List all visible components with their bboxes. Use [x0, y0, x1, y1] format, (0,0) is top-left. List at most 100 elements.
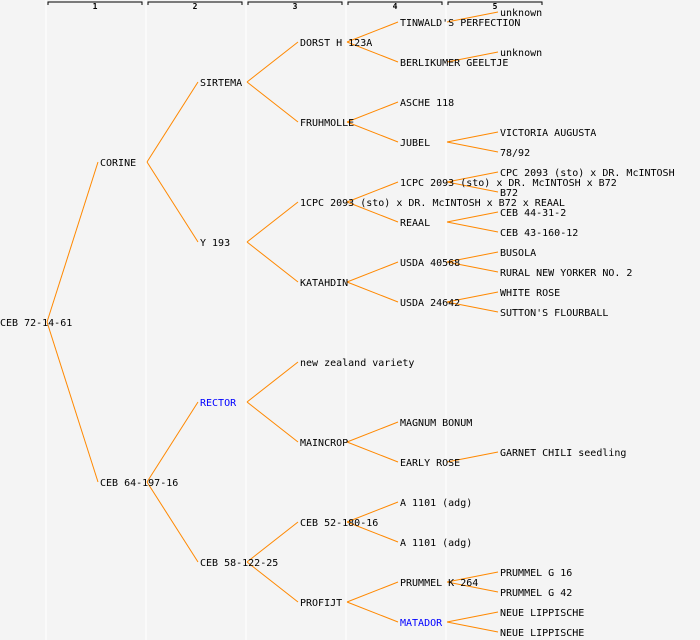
- pedigree-connector: [346, 501, 399, 523]
- pedigree-connector: [346, 21, 399, 43]
- pedigree-connector: [446, 291, 499, 303]
- column-bracket: [247, 1, 343, 5]
- column-bracket: [147, 1, 243, 5]
- pedigree-node: JUBEL: [400, 138, 430, 149]
- pedigree-node: PROFIJT: [300, 598, 342, 609]
- pedigree-node: SUTTON'S FLOURBALL: [500, 308, 608, 319]
- pedigree-node: CEB 44-31-2: [500, 208, 566, 219]
- pedigree-node: REAAL: [400, 218, 430, 229]
- pedigree-connector: [346, 601, 399, 623]
- pedigree-node: new zealand variety: [300, 358, 414, 369]
- pedigree-connector: [246, 521, 299, 563]
- pedigree-node: MAGNUM BONUM: [400, 418, 472, 429]
- column-header: 2: [193, 2, 198, 11]
- pedigree-connector: [346, 281, 399, 303]
- column-bracket: [447, 1, 543, 5]
- column-bracket: [47, 1, 143, 5]
- column-header: 5: [493, 2, 498, 11]
- pedigree-connector: [346, 521, 399, 543]
- pedigree-node: NEUE LIPPISCHE: [500, 628, 584, 639]
- pedigree-node: SIRTEMA: [200, 78, 242, 89]
- column-header: 1: [93, 2, 98, 11]
- pedigree-connectors: [46, 11, 499, 633]
- pedigree-connector: [346, 261, 399, 283]
- pedigree-connector: [446, 621, 499, 633]
- pedigree-node: TINWALD'S PERFECTION: [400, 18, 520, 29]
- pedigree-node: CEB 72-14-61: [0, 318, 72, 329]
- pedigree-connector: [346, 581, 399, 603]
- pedigree-node: 1CPC 2093 (sto) x DR. McINTOSH x B72: [400, 178, 617, 189]
- pedigree-connector: [146, 161, 199, 243]
- pedigree-node: DORST H 123A: [300, 38, 372, 49]
- pedigree-node: Y 193: [200, 238, 230, 249]
- pedigree-connector: [146, 401, 199, 483]
- pedigree-node: PRUMMEL G 42: [500, 588, 572, 599]
- pedigree-connector: [246, 241, 299, 283]
- pedigree-connector: [246, 361, 299, 403]
- pedigree-node: MAINCROP: [300, 438, 348, 449]
- column-bracket: [347, 1, 443, 5]
- pedigree-connector: [446, 131, 499, 143]
- pedigree-node: CORINE: [100, 158, 136, 169]
- pedigree-node: 1CPC 2093 (sto) x DR. McINTOSH x B72 x R…: [300, 198, 565, 209]
- pedigree-node: CPC 2093 (sto) x DR. McINTOSH: [500, 168, 675, 179]
- pedigree-node: EARLY ROSE: [400, 458, 460, 469]
- pedigree-connector: [446, 51, 499, 63]
- pedigree-connector: [346, 101, 399, 123]
- pedigree-connector: [446, 141, 499, 153]
- pedigree-node: BERLIKUMER GEELTJE: [400, 58, 508, 69]
- pedigree-node[interactable]: RECTOR: [200, 398, 237, 409]
- pedigree-node: VICTORIA AUGUSTA: [500, 128, 596, 139]
- pedigree-node: CEB 52-180-16: [300, 518, 378, 529]
- pedigree-node: unknown: [500, 8, 542, 19]
- pedigree-node: unknown: [500, 48, 542, 59]
- pedigree-connector: [446, 11, 499, 23]
- pedigree-node: WHITE ROSE: [500, 288, 560, 299]
- pedigree-node: USDA 40568: [400, 258, 460, 269]
- pedigree-node: A 1101 (adg): [400, 538, 472, 549]
- pedigree-node: RURAL NEW YORKER NO. 2: [500, 268, 632, 279]
- pedigree-node: PRUMMEL G 16: [500, 568, 572, 579]
- pedigree-node: KATAHDIN: [300, 278, 348, 289]
- pedigree-connector: [346, 121, 399, 143]
- pedigree-node: CEB 43-160-12: [500, 228, 578, 239]
- pedigree-connector: [46, 321, 99, 483]
- pedigree-connector: [246, 201, 299, 243]
- pedigree-connector: [446, 451, 499, 463]
- pedigree-connector: [446, 571, 499, 583]
- pedigree-connector: [346, 181, 399, 203]
- pedigree-connector: [246, 41, 299, 83]
- pedigree-connector: [246, 561, 299, 603]
- pedigree-node: FRUHMOLLE: [300, 118, 354, 129]
- pedigree-connector: [446, 171, 499, 183]
- pedigree-connector: [346, 421, 399, 443]
- pedigree-connector: [346, 41, 399, 63]
- pedigree-connector: [446, 581, 499, 593]
- pedigree-node: 78/92: [500, 148, 530, 159]
- pedigree-connector: [446, 301, 499, 313]
- pedigree-node: BUSOLA: [500, 248, 536, 259]
- pedigree-node: USDA 24642: [400, 298, 460, 309]
- column-grid: 1 2 3 4 5: [45, 0, 543, 640]
- pedigree-node: CEB 58-122-25: [200, 558, 278, 569]
- column-header: 4: [393, 2, 398, 11]
- pedigree-connector: [46, 161, 99, 323]
- pedigree-node: PRUMMEL K 264: [400, 578, 478, 589]
- column-header: 3: [293, 2, 298, 11]
- pedigree-connector: [446, 611, 499, 623]
- pedigree-connector: [446, 181, 499, 193]
- pedigree-connector: [146, 81, 199, 163]
- pedigree-node[interactable]: MATADOR: [400, 618, 443, 629]
- pedigree-node: A 1101 (adg): [400, 498, 472, 509]
- pedigree-connector: [346, 201, 399, 223]
- pedigree-node: B72: [500, 188, 518, 199]
- pedigree-node: NEUE LIPPISCHE: [500, 608, 584, 619]
- pedigree-connector: [246, 401, 299, 443]
- pedigree-connector: [346, 441, 399, 463]
- pedigree-connector: [146, 481, 199, 563]
- pedigree-connector: [446, 251, 499, 263]
- pedigree-node: GARNET CHILI seedling: [500, 448, 626, 459]
- pedigree-connector: [446, 261, 499, 273]
- pedigree-connector: [446, 221, 499, 233]
